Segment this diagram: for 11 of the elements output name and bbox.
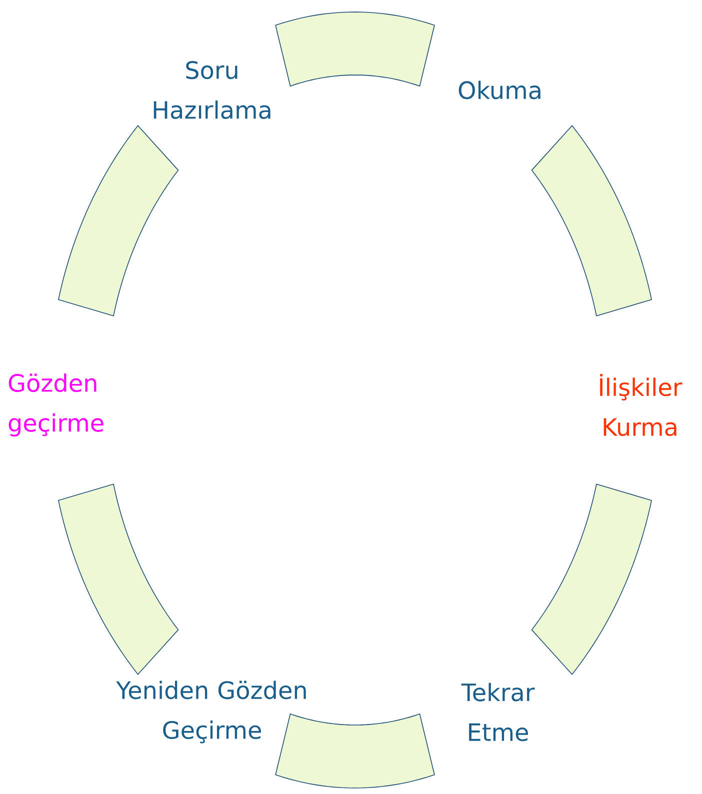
arc-segment: [531, 484, 652, 675]
step-label: Yeniden Gözden Geçirme: [116, 680, 306, 744]
step-label: Gözden geçirme: [8, 374, 104, 436]
arc-segment: [275, 12, 435, 87]
arc-segment: [531, 125, 652, 316]
step-label: Soru Hazırlama: [154, 61, 270, 119]
step-label: Okuma: [458, 80, 540, 100]
step-label: Tekrar Etme: [461, 682, 535, 742]
step-label: İlişkiler Kurma: [600, 374, 682, 436]
arc-segment: [58, 484, 179, 675]
arc-segment: [275, 713, 435, 788]
